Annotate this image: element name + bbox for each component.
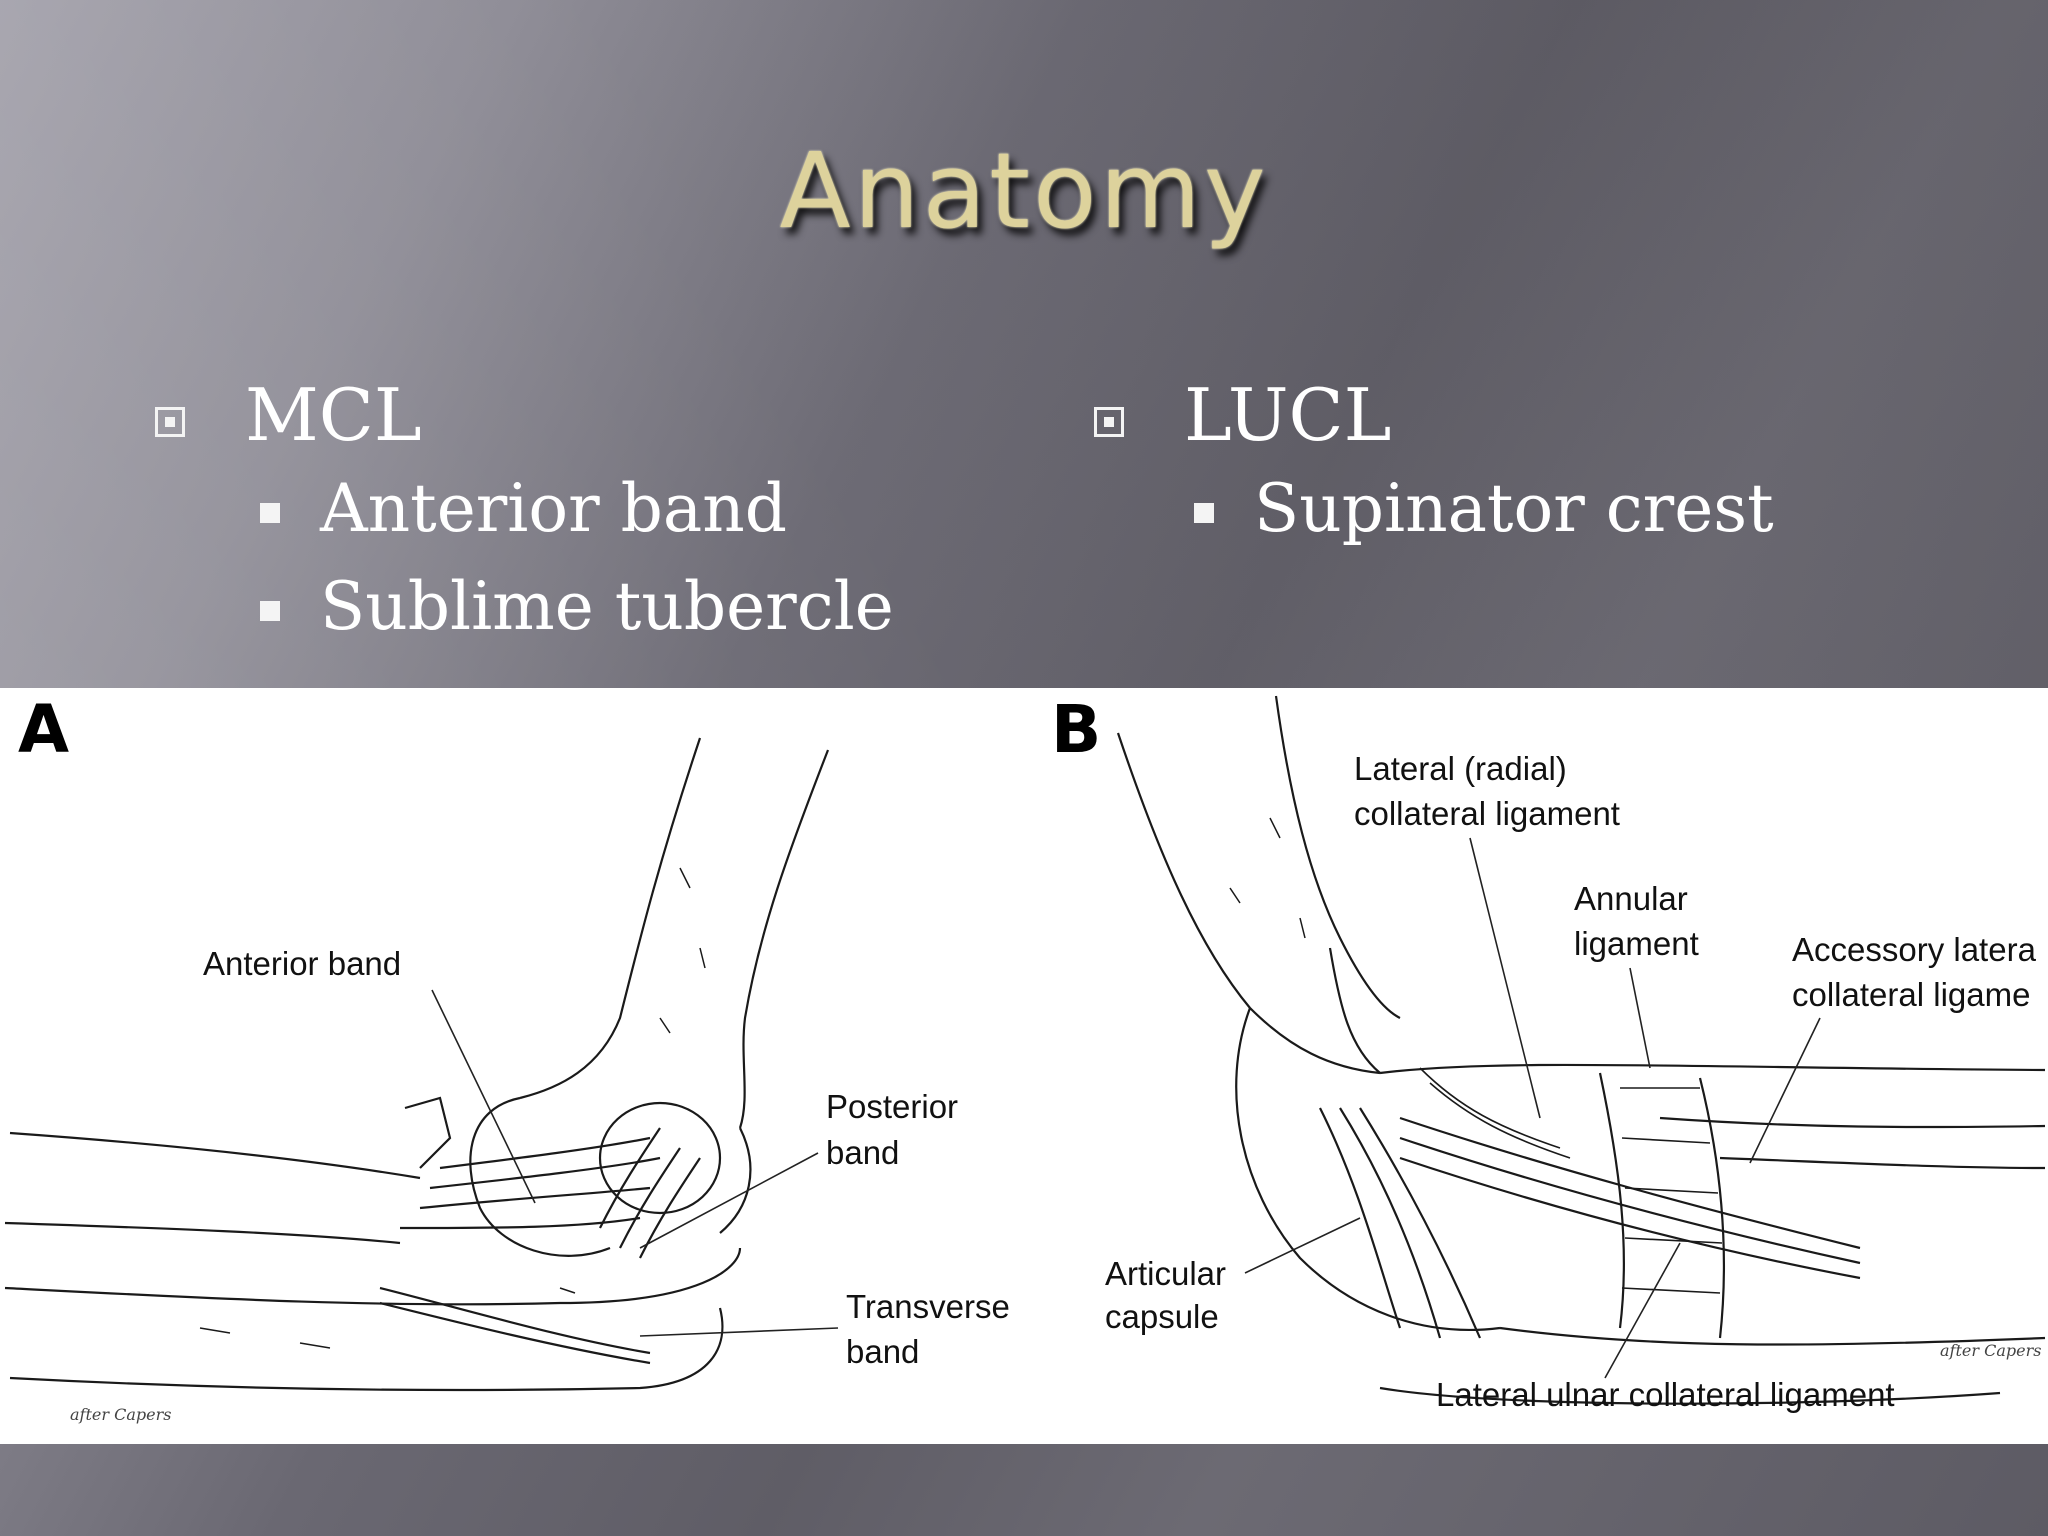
sub-bullet-label: Anterior band — [320, 470, 788, 547]
panel-a-illustration — [4, 737, 830, 1392]
label-lucl: Lateral ulnar collateral ligament — [1436, 1376, 1895, 1413]
leader-transverse-band — [639, 1327, 839, 1337]
square-bullet-icon — [260, 503, 280, 523]
elbow-ligament-figure: A Anterior band Posterior band Transvers… — [0, 688, 2048, 1444]
panel-b-signature: after Capers — [1940, 1341, 2041, 1360]
square-bullet-icon — [260, 601, 280, 621]
panel-b-illustration — [1116, 695, 2046, 1405]
sub-bullet-sublime-tubercle: Sublime tubercle — [260, 558, 894, 656]
label-accessory-2: collateral ligame — [1792, 976, 2030, 1013]
slide-title: Anatomy — [779, 130, 1269, 252]
square-bullet-icon — [1194, 503, 1214, 523]
figure-svg: A Anterior band Posterior band Transvers… — [4, 691, 2046, 1424]
label-articular-2: capsule — [1105, 1298, 1219, 1335]
label-anterior-band: Anterior band — [203, 945, 401, 982]
checkbox-bullet-icon — [155, 407, 185, 437]
label-accessory-1: Accessory latera — [1792, 931, 2037, 968]
leader-accessory — [1749, 1017, 1821, 1164]
bullet-mcl-label: MCL — [245, 373, 422, 457]
panel-a-letter: A — [18, 691, 69, 768]
sub-bullet-anterior-band: Anterior band — [260, 460, 894, 558]
label-articular-1: Articular — [1105, 1255, 1226, 1292]
checkbox-bullet-icon — [1094, 407, 1124, 437]
bullet-column-lucl: LUCL Supinator crest — [1094, 370, 1774, 558]
label-annular-1: Annular — [1574, 880, 1688, 917]
sub-bullet-label: Sublime tubercle — [320, 568, 894, 645]
bullet-lucl: LUCL — [1094, 370, 1774, 460]
label-posterior-band-1: Posterior — [826, 1088, 958, 1125]
leader-annular — [1629, 967, 1651, 1069]
panel-a-signature: after Capers — [70, 1405, 171, 1424]
leader-lateral-collateral — [1469, 837, 1541, 1119]
sub-bullet-label: Supinator crest — [1254, 470, 1774, 547]
bullet-mcl: MCL — [155, 370, 894, 460]
sub-bullet-supinator-crest: Supinator crest — [1194, 460, 1774, 558]
leader-posterior-band — [639, 1152, 819, 1249]
panel-b-letter: B — [1051, 691, 1101, 768]
label-lateral-collateral-2: collateral ligament — [1354, 795, 1620, 832]
label-transverse-band-2: band — [846, 1333, 919, 1370]
leader-anterior-band — [431, 989, 536, 1204]
leader-lucl — [1604, 1242, 1681, 1379]
leader-articular — [1244, 1217, 1361, 1274]
label-annular-2: ligament — [1574, 925, 1699, 962]
label-lateral-collateral-1: Lateral (radial) — [1354, 750, 1567, 787]
label-transverse-band-1: Transverse — [846, 1288, 1010, 1325]
bullet-lucl-label: LUCL — [1184, 373, 1392, 457]
label-posterior-band-2: band — [826, 1134, 899, 1171]
bullet-column-mcl: MCL Anterior band Sublime tubercle — [155, 370, 894, 656]
